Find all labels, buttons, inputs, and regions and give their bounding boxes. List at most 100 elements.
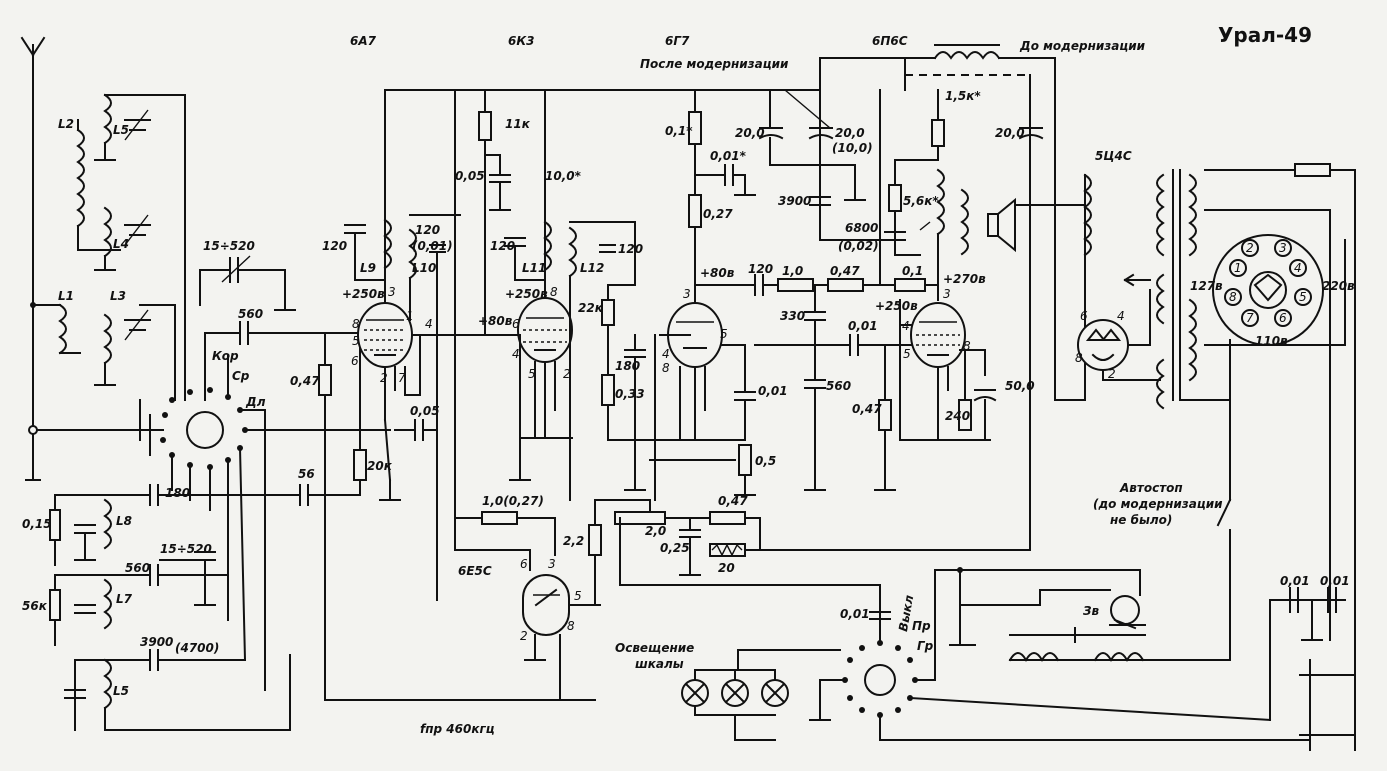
tube-6k3-icon <box>517 297 573 363</box>
pin-6g7-3: 3 <box>683 287 691 301</box>
switch-label-dl: Дл <box>245 395 266 409</box>
diagram-title-text: Урал-49 <box>1218 23 1312 47</box>
value-c-001-g: 0,01 <box>1320 574 1350 588</box>
pin-6p6c-3: 3 <box>943 287 951 301</box>
value-c-200-a: 20,0 <box>735 126 765 140</box>
value-r-22: 2,2 <box>563 534 584 548</box>
value-c-330: 330 <box>780 309 805 323</box>
value-c-005-a: 0,05 <box>410 404 440 418</box>
value-c-005-b: 0,05 <box>455 169 485 183</box>
value-c-15-520-b: 15÷520 <box>160 542 212 556</box>
value-c-200-b: 20,0 <box>835 126 865 140</box>
value-r-01: 0,1* <box>665 124 693 138</box>
note-autostop: Автостоп <box>1119 481 1183 495</box>
pin-6e5c-2: 2 <box>520 629 528 643</box>
coil-label-l2: L2 <box>58 117 74 131</box>
value-c-560-a: 560 <box>238 307 263 321</box>
value-r-15k: 1,5к* <box>945 89 981 103</box>
value-c-001-f: 0,01 <box>1280 574 1310 588</box>
value-r-20k: 20к <box>367 459 393 473</box>
value-r-22k: 22к <box>578 301 604 315</box>
tube-6p6c-icon <box>910 302 966 368</box>
value-r-015: 0,15 <box>22 517 52 531</box>
value-v-110: 110в <box>1255 334 1288 348</box>
pin-6g7-4: 4 <box>662 347 670 361</box>
value-r-10b: 1,0 <box>782 264 803 278</box>
pin-sel-7: 7 <box>1246 311 1254 325</box>
value-r-20b: 20 <box>718 561 735 575</box>
value-r-20: 2,0 <box>645 524 666 538</box>
value-v-80-a: +80в <box>478 314 513 328</box>
value-c-200-c: 20,0 <box>995 126 1025 140</box>
note-if-freq: fпр 460кгц <box>420 722 495 736</box>
value-c-4700: (4700) <box>175 641 219 655</box>
tube-label-6p6c: 6П6С <box>872 34 908 48</box>
value-c-002: (0,02) <box>838 239 879 253</box>
pin-6e5c-5: 5 <box>574 589 582 603</box>
coil-label-l11: L11 <box>522 261 546 275</box>
pin-6e5c-6: 6 <box>520 557 528 571</box>
value-c-001-e: 0,01 <box>840 607 870 621</box>
voltage-selector-icon <box>1212 234 1324 346</box>
switch-label-vykl: Выкл <box>896 594 916 633</box>
value-r-1-027: 1,0(0,27) <box>482 494 544 508</box>
value-c-120-b: 120 <box>415 223 440 237</box>
value-v-270: +270в <box>943 272 986 286</box>
coil-label-l8: L8 <box>116 514 132 528</box>
pin-5c4c-6: 6 <box>1080 309 1088 323</box>
value-r-047-a: 0,47 <box>290 374 320 388</box>
value-v-127: 127в <box>1190 279 1223 293</box>
pin-6k3-5: 5 <box>528 367 536 381</box>
tube-label-6k3: 6К3 <box>508 34 535 48</box>
coil-label-l1: L1 <box>58 289 74 303</box>
value-v-250-c: +250в <box>875 299 918 313</box>
value-c-120-d: 120 <box>618 242 643 256</box>
value-c-001-a: 0,01* <box>710 149 747 163</box>
value-c-120-e: 120 <box>748 262 773 276</box>
antenna-icon <box>20 36 46 481</box>
value-c-001-d: 0,01 <box>848 319 878 333</box>
value-c-500: 50,0 <box>1005 379 1035 393</box>
pin-6a7-4: 4 <box>425 317 433 331</box>
coil-label-l10: L10 <box>412 261 436 275</box>
value-c-3900-b: 3900 <box>778 194 811 208</box>
note-before-mod: До модернизации <box>1019 39 1146 53</box>
pin-6p6c-8: 8 <box>963 339 971 353</box>
pin-6e5c-3: 3 <box>548 557 556 571</box>
switch-label-zv: Зв <box>1083 604 1100 618</box>
value-v-250-a: +250в <box>342 287 385 301</box>
tube-label-6e5c: 6Е5С <box>458 564 492 578</box>
pin-6e5c-8: 8 <box>567 619 575 633</box>
coil-label-l9: L9 <box>360 261 376 275</box>
pin-6k3-8: 8 <box>550 285 558 299</box>
switch-label-kor: Кор <box>212 349 239 363</box>
value-r-56k: 56к <box>22 599 48 613</box>
coil-label-l5: L5 <box>113 123 129 137</box>
value-r-11k: 11к <box>505 117 531 131</box>
value-v-80-b: +80в <box>700 266 735 280</box>
pin-6g7-8: 8 <box>662 361 670 375</box>
tube-label-5c4c: 5Ц4С <box>1095 149 1132 163</box>
pin-6k3-2: 2 <box>563 367 571 381</box>
value-r-047-c: 0,47 <box>718 494 748 508</box>
value-r-027: 0,27 <box>703 207 733 221</box>
value-r-033: 0,33 <box>615 387 645 401</box>
pin-6k3-6: 6 <box>512 317 520 331</box>
pin-5c4c-2: 2 <box>1108 367 1116 381</box>
value-c-120-c: 120 <box>490 239 515 253</box>
value-r-05: 0,5 <box>755 454 776 468</box>
value-c-001-b: (0,01) <box>412 239 453 253</box>
pin-sel-8: 8 <box>1229 290 1237 304</box>
speaker-icon <box>960 188 1016 256</box>
value-c-180: 180 <box>165 486 190 500</box>
pin-6k3-4: 4 <box>512 347 520 361</box>
value-c-120-a: 120 <box>322 239 347 253</box>
value-v-250-b: +250в <box>505 287 548 301</box>
switch-label-sr: Ср <box>232 369 250 383</box>
switch-label-gr: Гр <box>917 639 934 653</box>
value-c-001-c: 0,01 <box>758 384 788 398</box>
value-r-01b: 0,1 <box>902 264 923 278</box>
value-r-240: 240 <box>945 409 970 423</box>
